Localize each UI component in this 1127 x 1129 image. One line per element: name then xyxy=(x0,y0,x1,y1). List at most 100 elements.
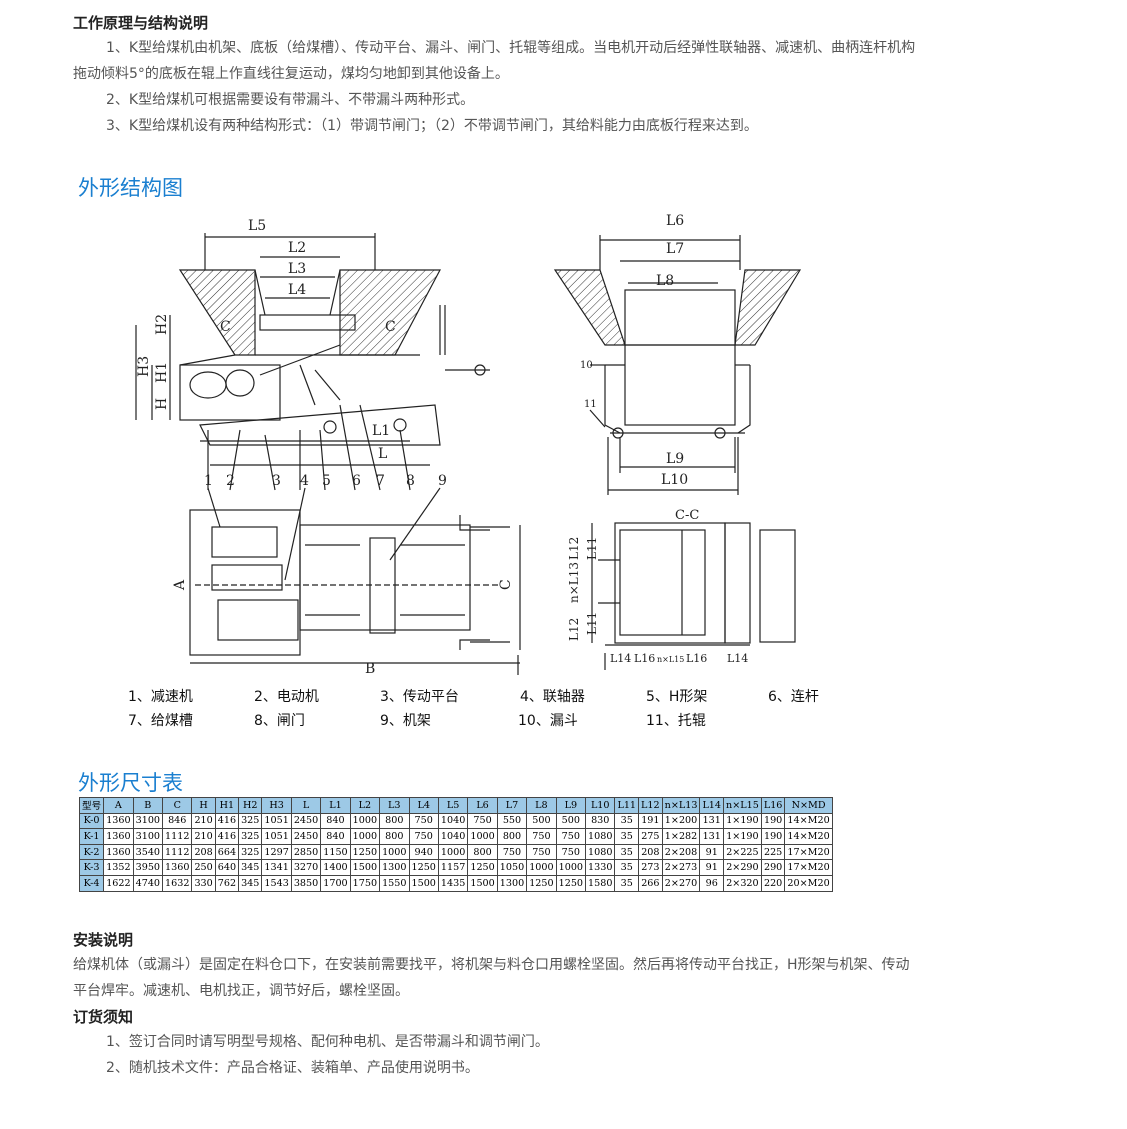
table-cell: 1400 xyxy=(320,859,351,876)
table-cell: 2850 xyxy=(290,843,322,861)
table-cell: 1000 xyxy=(349,828,381,845)
table-cell: 1150 xyxy=(320,843,351,861)
label-A: A xyxy=(172,579,188,591)
table-cell: 1250 xyxy=(408,859,439,876)
table-cell: 1250 xyxy=(555,874,587,892)
table-cell: 273 xyxy=(638,859,663,876)
end-view-labels: L6 L7 L8 L9 L10 10 11 xyxy=(580,213,688,488)
table-cell: 131 xyxy=(699,812,725,830)
plan-view-labels: A C B 9 xyxy=(172,473,514,677)
table-cell: 750 xyxy=(555,828,587,845)
table-header-cell: 型号 xyxy=(78,797,105,814)
table-cell: 4740 xyxy=(132,874,164,892)
label-C-right: C xyxy=(385,319,396,335)
table-cell: 2×290 xyxy=(723,859,762,876)
table-cell: 1080 xyxy=(585,843,616,861)
table-cell: 800 xyxy=(496,828,528,845)
legend-item-7: 7、给煤槽 xyxy=(128,713,193,729)
table-cell: 840 xyxy=(320,828,351,845)
table-cell: 225 xyxy=(760,843,786,861)
table-cell: 1250 xyxy=(526,874,557,892)
table-cell: 266 xyxy=(638,874,663,892)
table-cell: 1112 xyxy=(162,828,193,845)
table-cell: 500 xyxy=(526,812,557,830)
table-cell: 416 xyxy=(214,812,240,830)
table-title: 外形尺寸表 xyxy=(78,771,183,795)
legend-item-4: 4、联轴器 xyxy=(520,689,585,705)
callout-4: 4 xyxy=(300,473,309,489)
table-cell: 325 xyxy=(238,843,263,861)
table-cell: 750 xyxy=(526,828,557,845)
table-cell: 3100 xyxy=(132,812,164,830)
callout-2: 2 xyxy=(226,473,235,489)
legend-item-8: 8、闸门 xyxy=(254,713,305,729)
table-cell: 1580 xyxy=(585,874,616,892)
legend-item-9: 9、机架 xyxy=(380,713,431,729)
table-header-cell: n×L15 xyxy=(723,797,762,814)
table-header-cell: H2 xyxy=(238,797,263,814)
label-L3: L3 xyxy=(288,261,306,277)
table-cell: 96 xyxy=(699,874,725,892)
table-cell: 35 xyxy=(614,874,640,892)
table-header-cell: A xyxy=(103,797,134,814)
table-header-cell: L5 xyxy=(437,797,469,814)
table-cell: 2450 xyxy=(290,828,322,845)
table-cell: 1300 xyxy=(496,874,528,892)
table-cell: 800 xyxy=(379,812,410,830)
table-row-model: K-4 xyxy=(78,874,105,892)
table-cell: 20×M20 xyxy=(784,874,833,892)
table-header-cell: L3 xyxy=(379,797,410,814)
table-header-cell: H1 xyxy=(214,797,240,814)
table-cell: 640 xyxy=(214,859,240,876)
table-cell: 1051 xyxy=(261,828,292,845)
table-cell: 1632 xyxy=(162,874,193,892)
label-L16-right: L16 xyxy=(686,652,707,665)
side-view xyxy=(135,233,490,491)
table-cell: 1040 xyxy=(437,812,469,830)
label-L: L xyxy=(378,446,387,462)
label-L11-top: L11 xyxy=(585,537,599,560)
table-cell: 325 xyxy=(238,812,263,830)
table-header-cell: L6 xyxy=(467,797,498,814)
callout-5: 5 xyxy=(322,473,331,489)
section-view-labels: C-C L12 L11 n×L13 L12 L11 L14 L16 n×L15 … xyxy=(567,508,748,665)
table-cell: 35 xyxy=(614,828,640,845)
principle-paragraph-3: 3、K型给煤机设有两种结构形式：（1）带调节闸门；（2）不带调节闸门，其给料能力… xyxy=(106,118,758,134)
table-cell: 3950 xyxy=(132,859,164,876)
table-row-model: K-3 xyxy=(78,859,105,876)
table-cell: 3850 xyxy=(290,874,322,892)
table-row-model: K-2 xyxy=(78,843,105,861)
structure-drawing: L5 L2 L3 L4 C C L1 L H2 H1 H3 H 1 2 3 4 … xyxy=(135,213,802,677)
table-cell: 2×273 xyxy=(661,859,701,876)
table-cell: 664 xyxy=(214,843,240,861)
table-cell: 750 xyxy=(408,812,439,830)
label-H: H xyxy=(154,398,170,410)
callout-11: 11 xyxy=(584,399,597,410)
table-cell: 1000 xyxy=(555,859,587,876)
table-cell: 1360 xyxy=(103,812,134,830)
table-cell: 1×200 xyxy=(661,812,701,830)
table-cell: 35 xyxy=(614,859,640,876)
table-cell: 762 xyxy=(214,874,240,892)
table-cell: 17×M20 xyxy=(784,859,833,876)
table-cell: 1330 xyxy=(585,859,616,876)
table-cell: 1500 xyxy=(467,874,498,892)
table-header-cell: L4 xyxy=(408,797,439,814)
table-header-cell: L16 xyxy=(760,797,786,814)
table-cell: 1700 xyxy=(320,874,351,892)
table-cell: 940 xyxy=(408,843,439,861)
table-cell: 1000 xyxy=(467,828,498,845)
callout-9: 9 xyxy=(438,473,447,489)
table-row-model: K-0 xyxy=(78,812,105,830)
table-cell: 800 xyxy=(467,843,498,861)
table-header-cell: N×MD xyxy=(784,797,833,814)
table-cell: 550 xyxy=(496,812,528,830)
table-cell: 1250 xyxy=(467,859,498,876)
label-L2: L2 xyxy=(288,240,306,256)
label-L12-bottom: L12 xyxy=(567,618,581,641)
table-cell: 750 xyxy=(408,828,439,845)
table-cell: 210 xyxy=(191,828,216,845)
